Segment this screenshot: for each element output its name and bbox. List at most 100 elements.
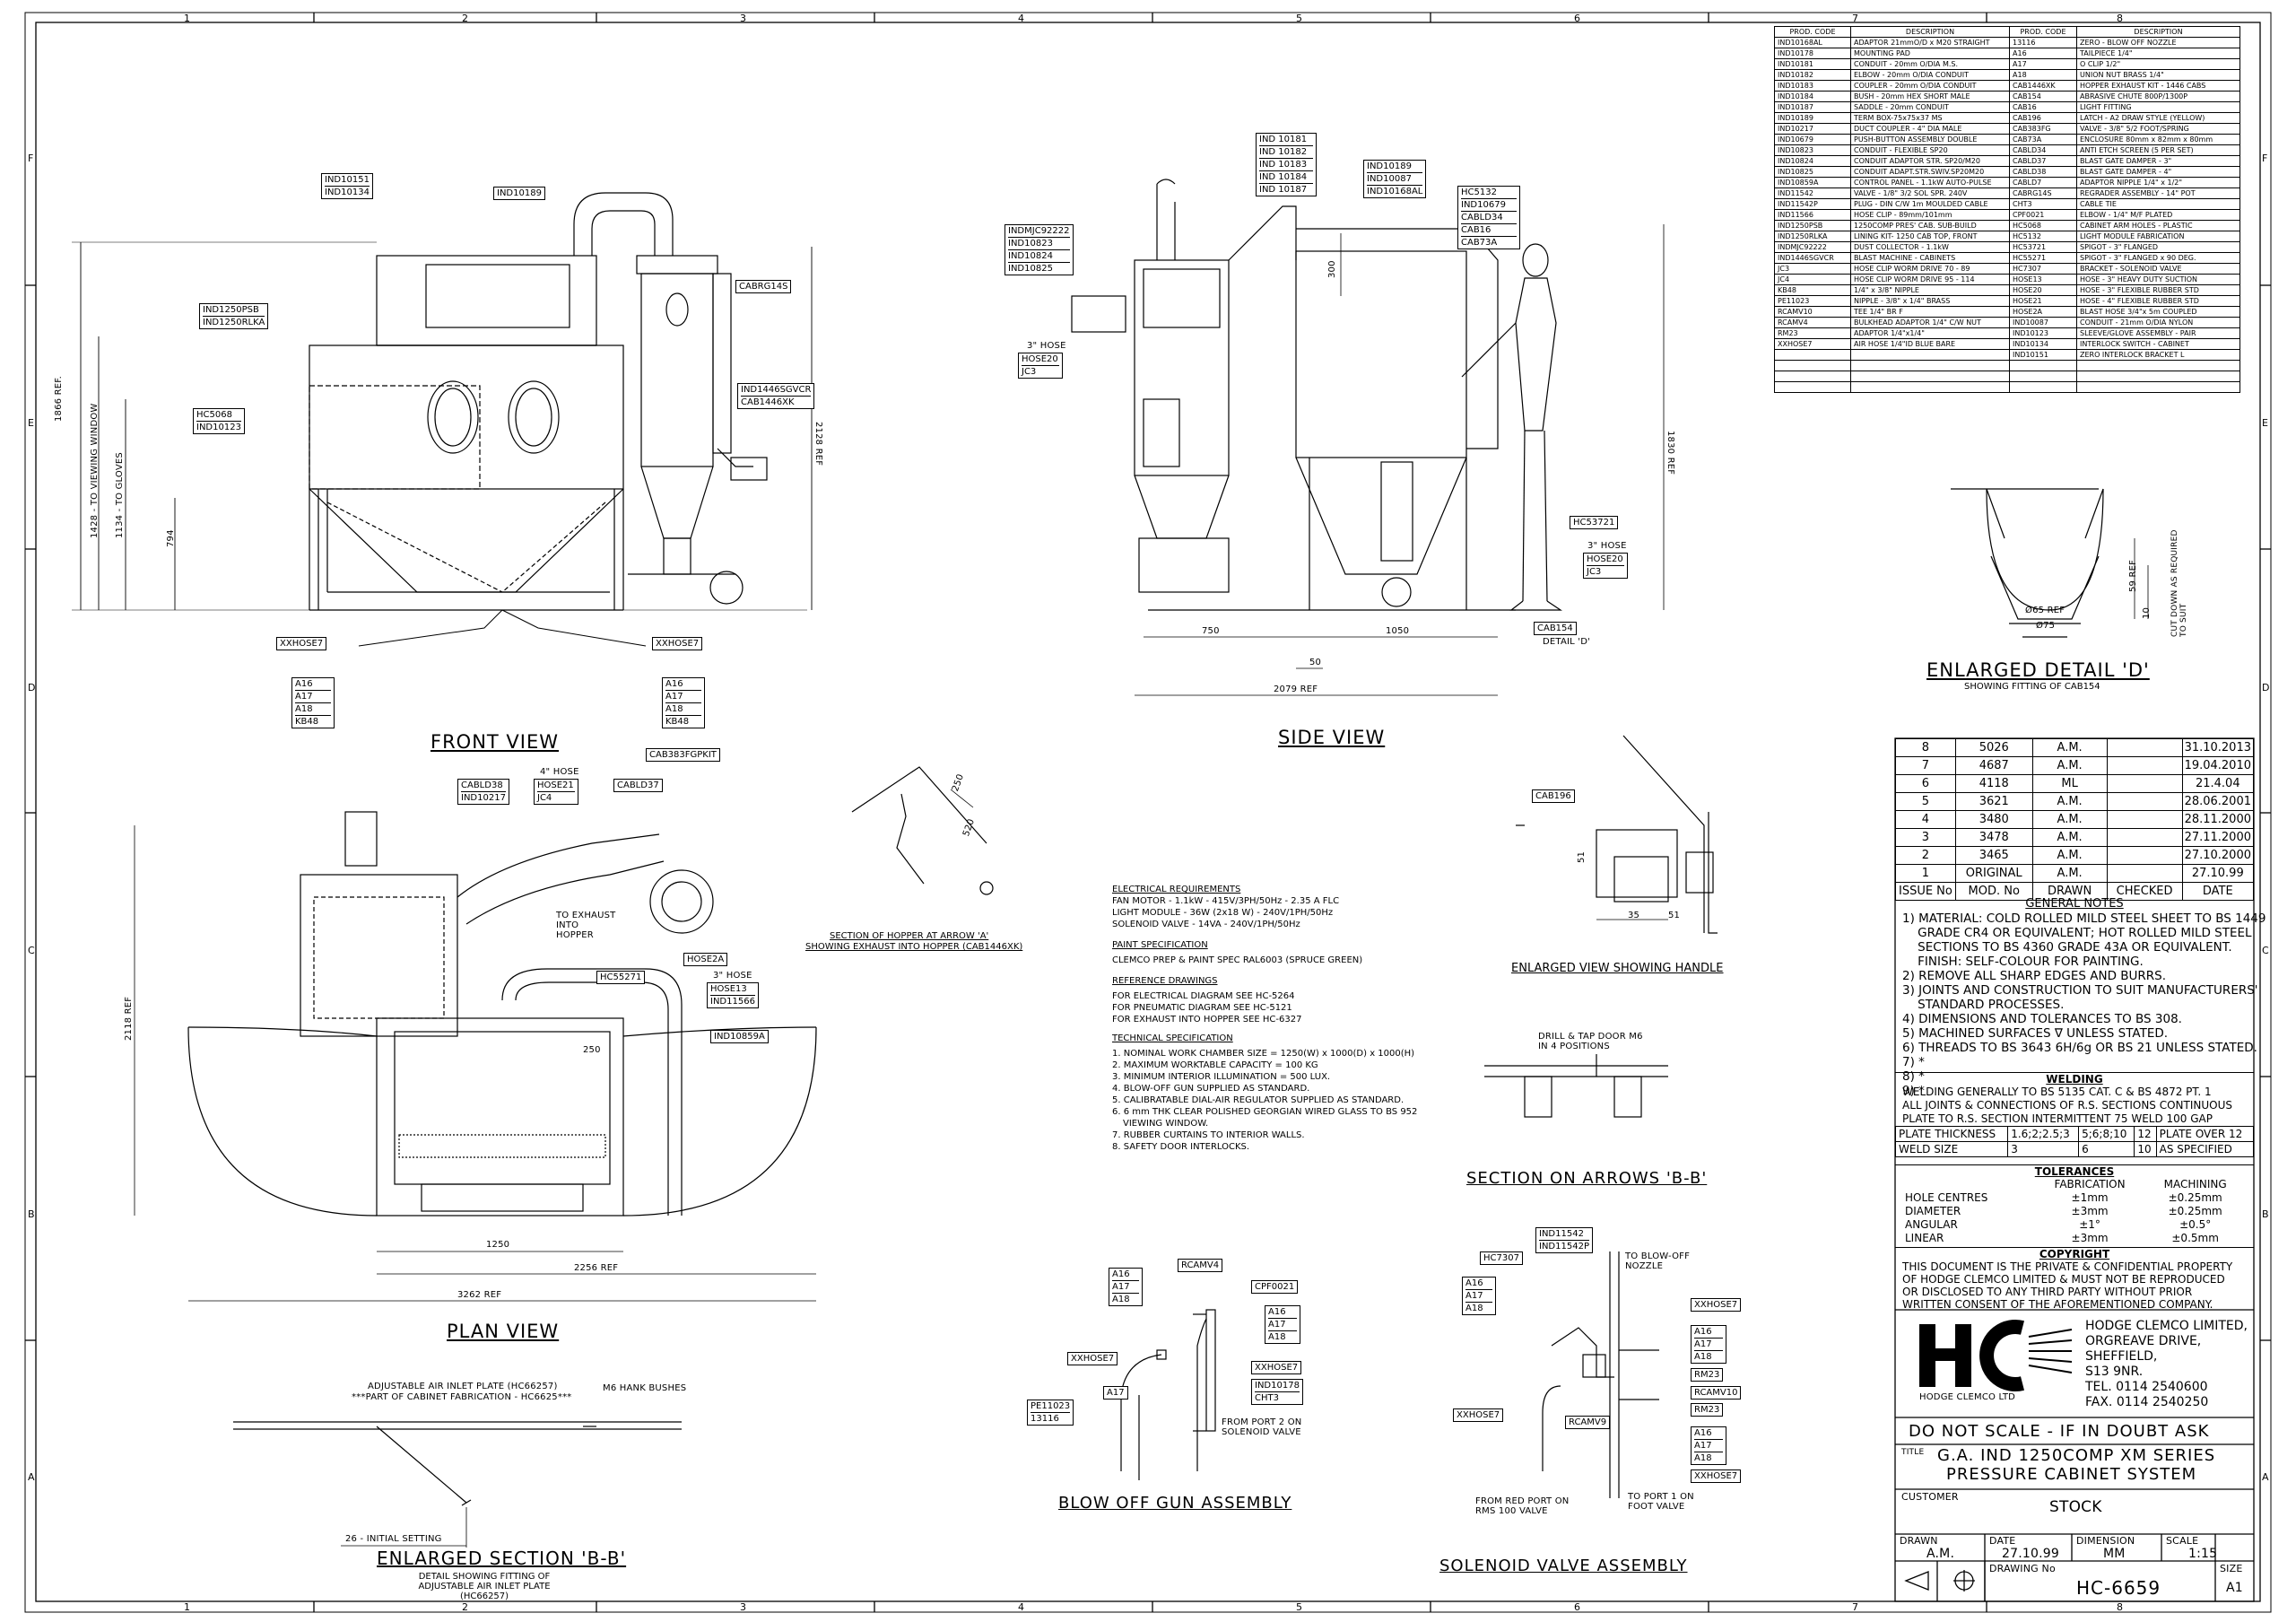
callout-cabld37: CABLD37 — [613, 779, 663, 792]
general-note-line: STANDARD PROCESSES. — [1902, 998, 2065, 1012]
detail-d-caption: DETAIL 'D' — [1543, 637, 1591, 647]
revision-header: ISSUE No MOD. No DRAWN CHECKED DATE — [1895, 882, 2255, 901]
welding-title: WELDING — [2046, 1073, 2103, 1086]
dim-dia65: Ø65 REF — [2025, 606, 2066, 615]
grid-col-6-bottom: 6 — [1574, 1601, 1581, 1613]
grid-col-8-bottom: 8 — [2117, 1601, 2124, 1613]
to-blowoff-note: TO BLOW-OFF NOZZLE — [1625, 1251, 1691, 1271]
ref-title: REFERENCE DRAWINGS — [1112, 976, 1218, 986]
grid-row-a: A — [28, 1471, 35, 1483]
callout-xxhose7-solenoid-2: XXHOSE7 — [1691, 1469, 1742, 1483]
col-prod-code: PROD. CODE — [1774, 26, 1851, 38]
drawn-value: A.M. — [1926, 1547, 1955, 1561]
dim-50: 50 — [1309, 658, 1322, 667]
callout-cab383: CAB383FGPKIT — [646, 748, 720, 762]
section-bb-drawing — [1484, 1054, 1668, 1118]
drawing-border — [35, 22, 2261, 1602]
grid-row-c: C — [28, 945, 35, 956]
callout-ind10189-front: IND10189 — [493, 187, 545, 200]
grid-row-f: F — [28, 153, 34, 164]
tech-title: TECHNICAL SPECIFICATION — [1112, 1033, 1233, 1043]
air-inlet-note-2: ***PART OF CABINET FABRICATION - HC6625*… — [352, 1392, 572, 1402]
drawn-label: DRAWN — [1900, 1535, 1938, 1547]
grid-col-2-bottom: 2 — [462, 1601, 469, 1613]
col-prod-code-2: PROD. CODE — [2009, 26, 2077, 38]
electrical-line-3: SOLENOID VALVE - 14VA - 240V/1PH/50Hz — [1112, 920, 1300, 929]
callout-xxhose7-blowoff-2: XXHOSE7 — [1251, 1361, 1302, 1374]
callout-rm23-b: RM23 — [1691, 1403, 1724, 1417]
tech-line-3: 3. MINIMUM INTERIOR ILLUMINATION = 500 L… — [1112, 1072, 1331, 1082]
grid-row-b: B — [28, 1208, 35, 1220]
callout-ind10859a: IND10859A — [710, 1030, 769, 1043]
hopper-section-drawing — [851, 766, 994, 895]
tech-line-6: 6. 6 mm THK CLEAR POLISHED GEORGIAN WIRE… — [1112, 1107, 1418, 1117]
general-note-line: 9) * — [1902, 1084, 1925, 1098]
parts-list-table: PROD. CODE DESCRIPTION PROD. CODE DESCRI… — [1774, 26, 2240, 393]
dim-300: 300 — [1327, 260, 1337, 278]
grid-col-5-bottom: 5 — [1296, 1601, 1303, 1613]
front-view-title: FRONT VIEW — [430, 731, 560, 753]
tech-line-4: 4. BLOW-OFF GUN SUPPLIED AS STANDARD. — [1112, 1084, 1310, 1094]
blowoff-port-note: FROM PORT 2 ON SOLENOID VALVE — [1222, 1417, 1302, 1437]
general-note-line: 5) MACHINED SURFACES ∇ UNLESS STATED. — [1902, 1026, 2169, 1041]
col-description: DESCRIPTION — [1850, 26, 2010, 38]
dim-750: 750 — [1202, 626, 1220, 636]
callout-rcamv10: RCAMV10 — [1691, 1386, 1742, 1400]
tolerances-table: FABRICATION MACHINING HOLE CENTRES±1mm±0… — [1904, 1178, 2245, 1245]
dim-10: 10 — [2142, 606, 2152, 619]
blowoff-title: BLOW OFF GUN ASSEMBLY — [1058, 1494, 1292, 1513]
enlarged-section-bb-title: ENLARGED SECTION 'B-B' — [377, 1548, 627, 1569]
from-red-port-note: FROM RED PORT ON RMS 100 VALVE — [1475, 1496, 1570, 1516]
tech-line-5: 5. CALIBRATABLE DIAL-AIR REGULATOR SUPPL… — [1112, 1095, 1405, 1105]
drawing-title-line-1: G.A. IND 1250COMP XM SERIES — [1937, 1446, 2216, 1465]
electrical-title: ELECTRICAL REQUIREMENTS — [1112, 885, 1241, 894]
spec-block: ELECTRICAL REQUIREMENTS FAN MOTOR - 1.1k… — [1112, 884, 1417, 1153]
section-bb-title: SECTION ON ARROWS 'B-B' — [1466, 1169, 1708, 1188]
callout-hose2a: HOSE2A — [683, 953, 728, 966]
side-view-title: SIDE VIEW — [1278, 727, 1386, 748]
date-label: DATE — [1989, 1535, 2016, 1547]
hose-3-caption: 3" HOSE — [1027, 341, 1066, 351]
general-note-line: 6) THREADS TO BS 3643 6H/6g OR BS 21 UNL… — [1902, 1041, 2257, 1055]
grid-col-3: 3 — [740, 13, 747, 24]
welding-text: WELDING GENERALLY TO BS 5135 CAT. C & BS… — [1902, 1086, 2232, 1125]
company-address: HODGE CLEMCO LIMITED, ORGREAVE DRIVE, SH… — [2085, 1319, 2248, 1409]
ref-line-2: FOR PNEUMATIC DIAGRAM SEE HC-5121 — [1112, 1003, 1292, 1013]
callout-cab154: CAB154 — [1534, 622, 1577, 635]
general-note-line: GRADE CR4 OR EQUIVALENT; HOT ROLLED MILD… — [1902, 926, 2252, 940]
side-view-drawing — [1071, 179, 1665, 696]
size-label: SIZE — [2220, 1563, 2243, 1574]
dim-dia75: Ø75 — [2036, 621, 2056, 631]
detail-d-note: CUT DOWN AS REQUIRED TO SUIT — [2170, 529, 2188, 637]
scale-label: SCALE — [2166, 1535, 2199, 1547]
size-value: A1 — [2226, 1581, 2243, 1595]
grid-col-2: 2 — [462, 13, 469, 24]
drawing-no-label: DRAWING No — [1989, 1563, 2056, 1574]
col-description-2: DESCRIPTION — [2076, 26, 2240, 38]
plan-view-title: PLAN VIEW — [447, 1321, 560, 1342]
callout-hc53721: HC53721 — [1570, 516, 1619, 529]
parts-list-row — [1774, 381, 2240, 393]
dim-1428: 1428 - TO VIEWING WINDOW — [90, 403, 100, 538]
grid-row-e: E — [28, 417, 35, 429]
customer-label: CUSTOMER — [1901, 1491, 1959, 1503]
general-note-line: 4) DIMENSIONS AND TOLERANCES TO BS 308. — [1902, 1012, 2182, 1026]
detail-d-subtitle: SHOWING FITTING OF CAB154 — [1964, 682, 2100, 692]
